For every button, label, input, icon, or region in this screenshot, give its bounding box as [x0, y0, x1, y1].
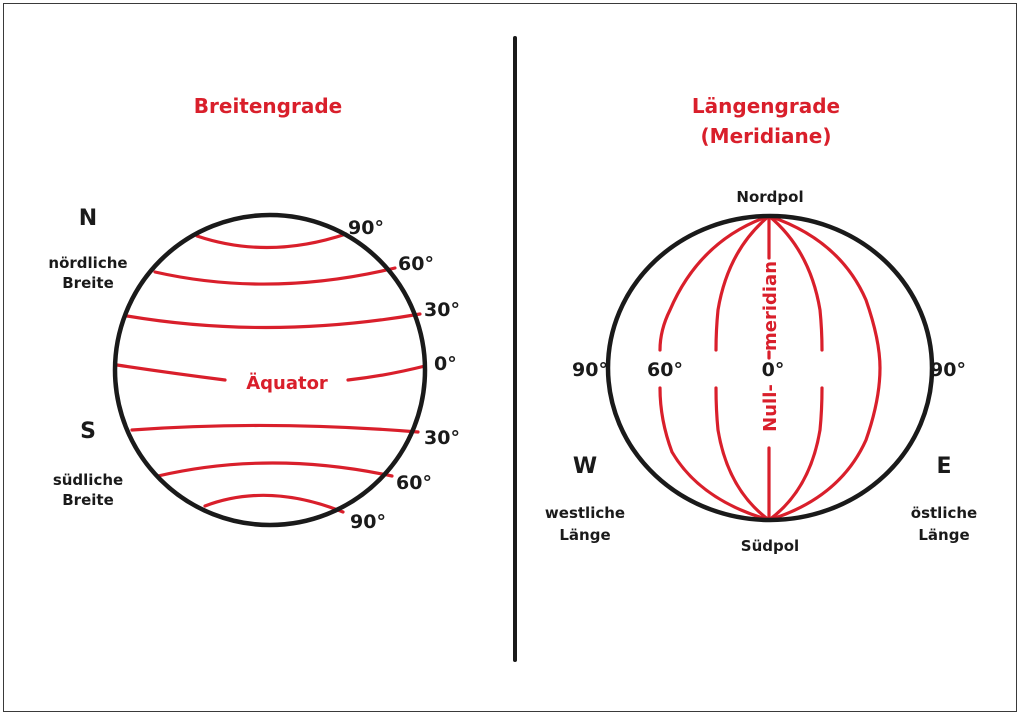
- meridian-w60-upper: [658, 214, 771, 352]
- latitude-line-s60: [156, 461, 394, 478]
- lat-deg-n60: 60°: [398, 253, 434, 275]
- meridian-lines: [658, 214, 882, 522]
- east-label-line1: östliche: [911, 504, 977, 522]
- prime-meridian-label-lower: Null-: [760, 384, 781, 432]
- meridian-w60-lower: [658, 386, 771, 522]
- north-pole-label: Nordpol: [736, 188, 803, 206]
- prime-meridian-label-upper: meridian: [760, 261, 781, 351]
- south-label-line2: Breite: [62, 491, 114, 509]
- lat-deg-s30: 30°: [424, 427, 460, 449]
- north-label-line2: Breite: [62, 274, 114, 292]
- diagram-frame: [3, 3, 1017, 712]
- meridian-w30-lower: [714, 386, 771, 522]
- south-label-line1: südliche: [53, 471, 123, 489]
- north-label-line1: nördliche: [48, 254, 127, 272]
- lon-deg-e90: 90°: [930, 359, 966, 381]
- latitude-title: Breitengrade: [194, 94, 342, 118]
- meridian-e30-upper: [767, 214, 824, 352]
- latitude-line-n90: [195, 232, 348, 250]
- meridian-w30-upper: [714, 214, 771, 352]
- equator-label: Äquator: [246, 372, 328, 394]
- latitude-line-s90: [203, 493, 345, 514]
- longitude-title-line2: (Meridiane): [701, 124, 832, 148]
- latitude-line-eq-left: [115, 363, 227, 382]
- longitude-title-line1: Längengrade: [692, 94, 840, 118]
- north-letter: N: [79, 206, 97, 231]
- latitude-lines: [115, 232, 427, 514]
- lat-deg-eq: 0°: [434, 353, 457, 375]
- lon-deg-w90: 90°: [572, 359, 608, 381]
- lon-deg-zero: 0°: [762, 359, 785, 381]
- south-pole-label: Südpol: [741, 537, 799, 555]
- meridian-e30-lower: [767, 386, 824, 522]
- latitude-line-eq-right: [346, 364, 427, 382]
- latitude-line-n30: [125, 312, 422, 330]
- lon-deg-w60: 60°: [647, 359, 683, 381]
- latitude-globe: [112, 212, 428, 528]
- lat-deg-s60: 60°: [396, 472, 432, 494]
- latitude-line-s30: [130, 423, 420, 434]
- east-letter: E: [936, 454, 951, 479]
- lat-deg-s90: 90°: [350, 511, 386, 533]
- west-label-line2: Länge: [559, 526, 610, 544]
- longitude-globe: [605, 213, 935, 523]
- meridian-e60: [767, 214, 882, 522]
- lat-deg-n90: 90°: [348, 217, 384, 239]
- latitude-line-n60: [153, 266, 397, 286]
- west-letter: W: [573, 454, 597, 479]
- east-label-line2: Länge: [918, 526, 969, 544]
- west-label-line1: westliche: [545, 504, 625, 522]
- south-letter: S: [80, 419, 96, 444]
- lat-deg-n30: 30°: [424, 299, 460, 321]
